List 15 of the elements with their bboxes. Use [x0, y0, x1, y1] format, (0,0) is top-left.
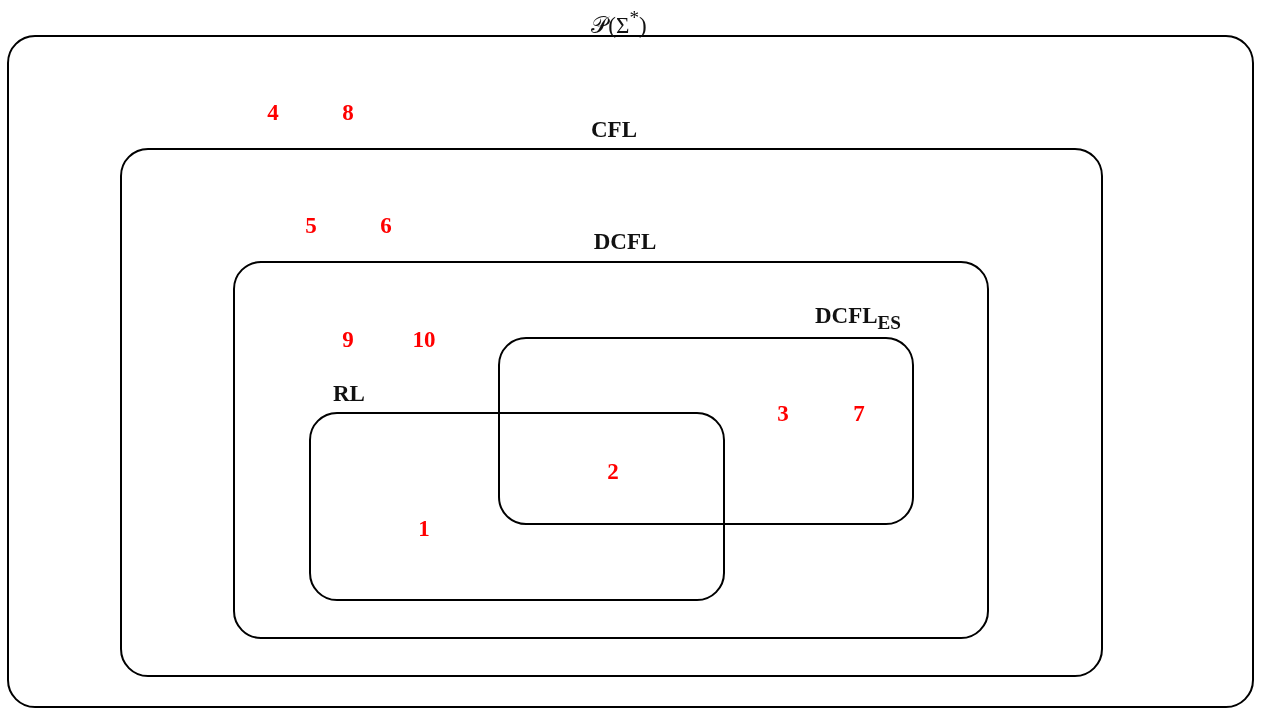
language-number: 3: [777, 401, 789, 427]
set-label: RL: [333, 381, 365, 407]
language-number: 2: [607, 459, 619, 485]
language-number: 4: [267, 100, 279, 126]
set-label: DCFL: [593, 229, 657, 255]
language-number: 8: [342, 100, 354, 126]
language-number: 1: [418, 516, 430, 542]
language-number: 7: [853, 401, 865, 427]
language-number: 6: [380, 213, 392, 239]
language-number: 5: [305, 213, 317, 239]
language-number: 10: [412, 327, 436, 353]
set-label: DCFL$_{ES}$: [814, 303, 901, 335]
set-label: CFL: [591, 117, 637, 143]
set-label: 𝒫(Σ$^{*}$): [591, 6, 647, 39]
language-number: 9: [342, 327, 354, 353]
